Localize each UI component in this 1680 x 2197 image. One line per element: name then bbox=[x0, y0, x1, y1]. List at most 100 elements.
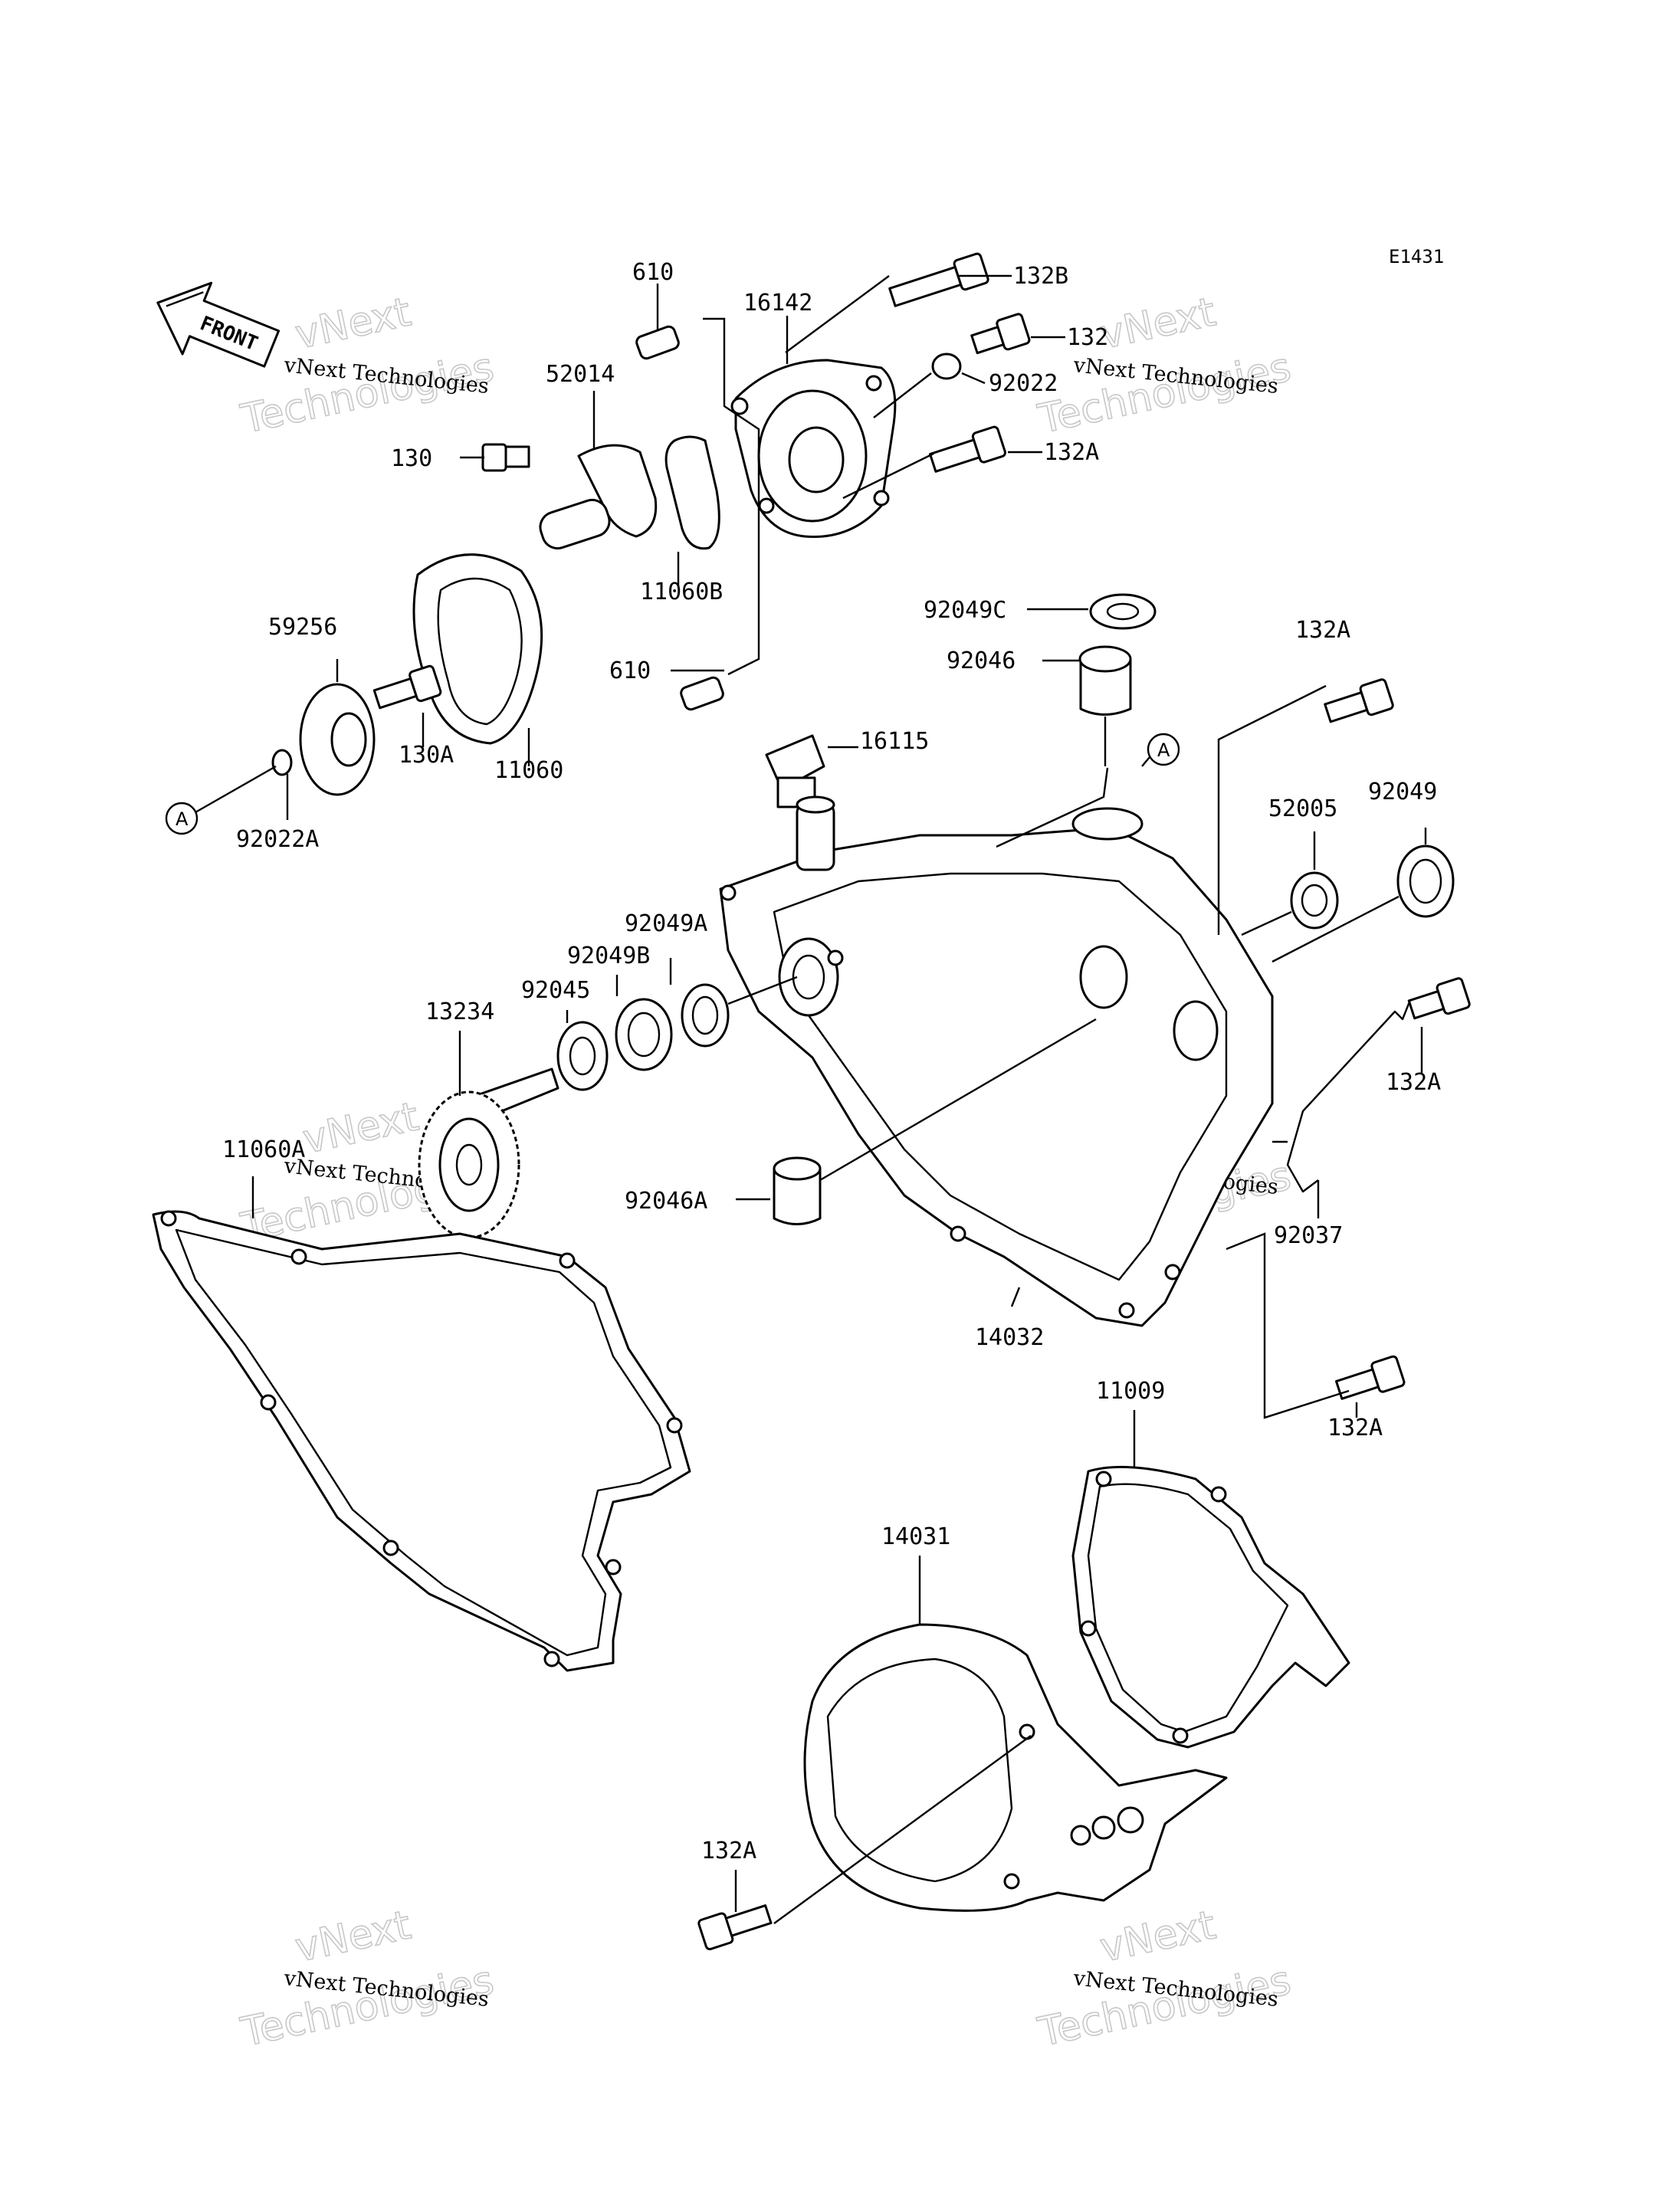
cover-neck-top bbox=[796, 795, 835, 814]
part-label: 132A bbox=[1295, 617, 1350, 644]
seal-92049b bbox=[615, 998, 673, 1071]
bolt-head bbox=[409, 664, 442, 703]
part-label: 92045 bbox=[521, 977, 590, 1004]
front-arrow-icon bbox=[156, 281, 281, 368]
gear-bore bbox=[455, 1143, 483, 1186]
part-labels: 610 132B 16142 132 52014 92022 130 132A … bbox=[222, 259, 1441, 1864]
bolt-shank bbox=[1324, 691, 1369, 723]
bolt-head bbox=[1436, 977, 1471, 1015]
bearing-92045-inner bbox=[569, 1036, 596, 1076]
impeller-59256 bbox=[299, 683, 376, 796]
gasket-hole bbox=[160, 1210, 177, 1227]
bolt-shank bbox=[372, 677, 418, 710]
part-label: 132 bbox=[1067, 324, 1108, 351]
part-label: 92049 bbox=[1368, 779, 1437, 805]
bolt-130a bbox=[372, 664, 442, 710]
part-label: 14032 bbox=[975, 1324, 1044, 1351]
cover-body bbox=[803, 1623, 1228, 1912]
gasket-11060a-inner bbox=[175, 1228, 672, 1657]
clutch-cover-14032 bbox=[719, 795, 1274, 1327]
gasket-hole bbox=[543, 1651, 560, 1667]
callout-label: A bbox=[1157, 739, 1170, 761]
part-label: 16142 bbox=[743, 290, 812, 316]
bolt-shank bbox=[1334, 1368, 1380, 1400]
gasket-11009 bbox=[1071, 1465, 1350, 1749]
part-label: 92049B bbox=[567, 943, 650, 969]
bolt-132a-side bbox=[1407, 977, 1471, 1020]
seal-92049a-inner bbox=[691, 995, 719, 1035]
part-label: 13234 bbox=[425, 998, 494, 1025]
part-label: 92046A bbox=[625, 1188, 707, 1215]
watermark-word: vNext bbox=[1096, 289, 1219, 358]
bolt-shank bbox=[888, 266, 963, 307]
bolt-head bbox=[697, 1912, 734, 1951]
bolt-132a-lower bbox=[1334, 1355, 1406, 1400]
watermark-bottom-right: vNext Technologies vNext Technologies bbox=[1033, 1902, 1295, 2057]
bolt-head bbox=[971, 425, 1006, 464]
cover-hole bbox=[1091, 1815, 1116, 1840]
part-label: 130 bbox=[391, 445, 432, 472]
oil-cap-16115 bbox=[765, 734, 825, 808]
cover-hole bbox=[720, 884, 737, 901]
bearing-52005 bbox=[1290, 871, 1339, 930]
pipe-flange bbox=[577, 444, 658, 538]
callout-circle bbox=[1147, 733, 1180, 766]
part-label: 11009 bbox=[1096, 1378, 1165, 1405]
callout-a-left: A bbox=[165, 802, 199, 835]
leader-lines bbox=[195, 274, 1427, 1924]
pipe-52014 bbox=[539, 444, 658, 550]
water-pump-cover bbox=[730, 359, 897, 538]
part-label: 11060A bbox=[222, 1136, 305, 1163]
part-label: 11060B bbox=[640, 579, 723, 605]
pump-cover-hole bbox=[730, 397, 749, 415]
leader-line bbox=[1010, 1287, 1021, 1307]
part-label: 132A bbox=[1044, 439, 1099, 466]
cover-hole bbox=[827, 949, 844, 966]
watermark-word: vNext bbox=[1096, 1902, 1219, 1971]
bolt-132a-right bbox=[1324, 678, 1394, 723]
cover-inner bbox=[773, 872, 1228, 1281]
gasket-hole bbox=[666, 1417, 683, 1434]
gasket-11060b bbox=[664, 435, 720, 550]
leader-line bbox=[727, 976, 798, 1005]
pump-cover-hole bbox=[873, 490, 890, 507]
pipe-tube bbox=[539, 498, 611, 550]
part-label: 92037 bbox=[1274, 1222, 1343, 1249]
washer-92022a bbox=[271, 749, 293, 776]
cover-hole bbox=[1117, 1806, 1144, 1834]
part-label: 11060 bbox=[494, 757, 563, 784]
bushing-92046 bbox=[1079, 657, 1132, 716]
gasket-11060a bbox=[152, 1210, 691, 1672]
cover-hole bbox=[1019, 1723, 1035, 1740]
leader-line bbox=[1217, 684, 1327, 935]
seal-92049a bbox=[681, 983, 730, 1048]
bearing-92045 bbox=[556, 1021, 609, 1091]
front-arrow: FRONT bbox=[156, 281, 281, 368]
part-label: 52014 bbox=[546, 361, 615, 388]
bolt-130 bbox=[481, 443, 530, 472]
cover-neck bbox=[796, 803, 835, 871]
leader-line bbox=[819, 1018, 1097, 1182]
gasket-hole bbox=[559, 1252, 576, 1269]
gasket-hole bbox=[605, 1559, 622, 1576]
front-arrow-shadow bbox=[166, 291, 204, 307]
watermark-word: vNext bbox=[291, 289, 415, 358]
gasket-hole bbox=[260, 1394, 277, 1411]
leader-line bbox=[195, 765, 277, 814]
cover-dome bbox=[826, 1658, 1013, 1883]
part-label: 92049C bbox=[924, 597, 1006, 624]
seal-92049c bbox=[1089, 593, 1157, 630]
leader-line bbox=[1241, 910, 1292, 936]
cover-hole bbox=[1070, 1825, 1091, 1846]
bolt-shank bbox=[928, 438, 981, 473]
bolt-head bbox=[1359, 678, 1394, 716]
gasket-11060-inner bbox=[437, 577, 523, 726]
bolt-132b bbox=[888, 252, 989, 307]
watermark-bottom-left: vNext Technologies vNext Technologies bbox=[236, 1902, 498, 2057]
callout-circle bbox=[165, 802, 199, 835]
leader-line bbox=[1226, 1232, 1350, 1419]
gasket-hole bbox=[1095, 1471, 1112, 1487]
part-label: 132A bbox=[1327, 1415, 1383, 1441]
washer-92022 bbox=[931, 353, 962, 380]
